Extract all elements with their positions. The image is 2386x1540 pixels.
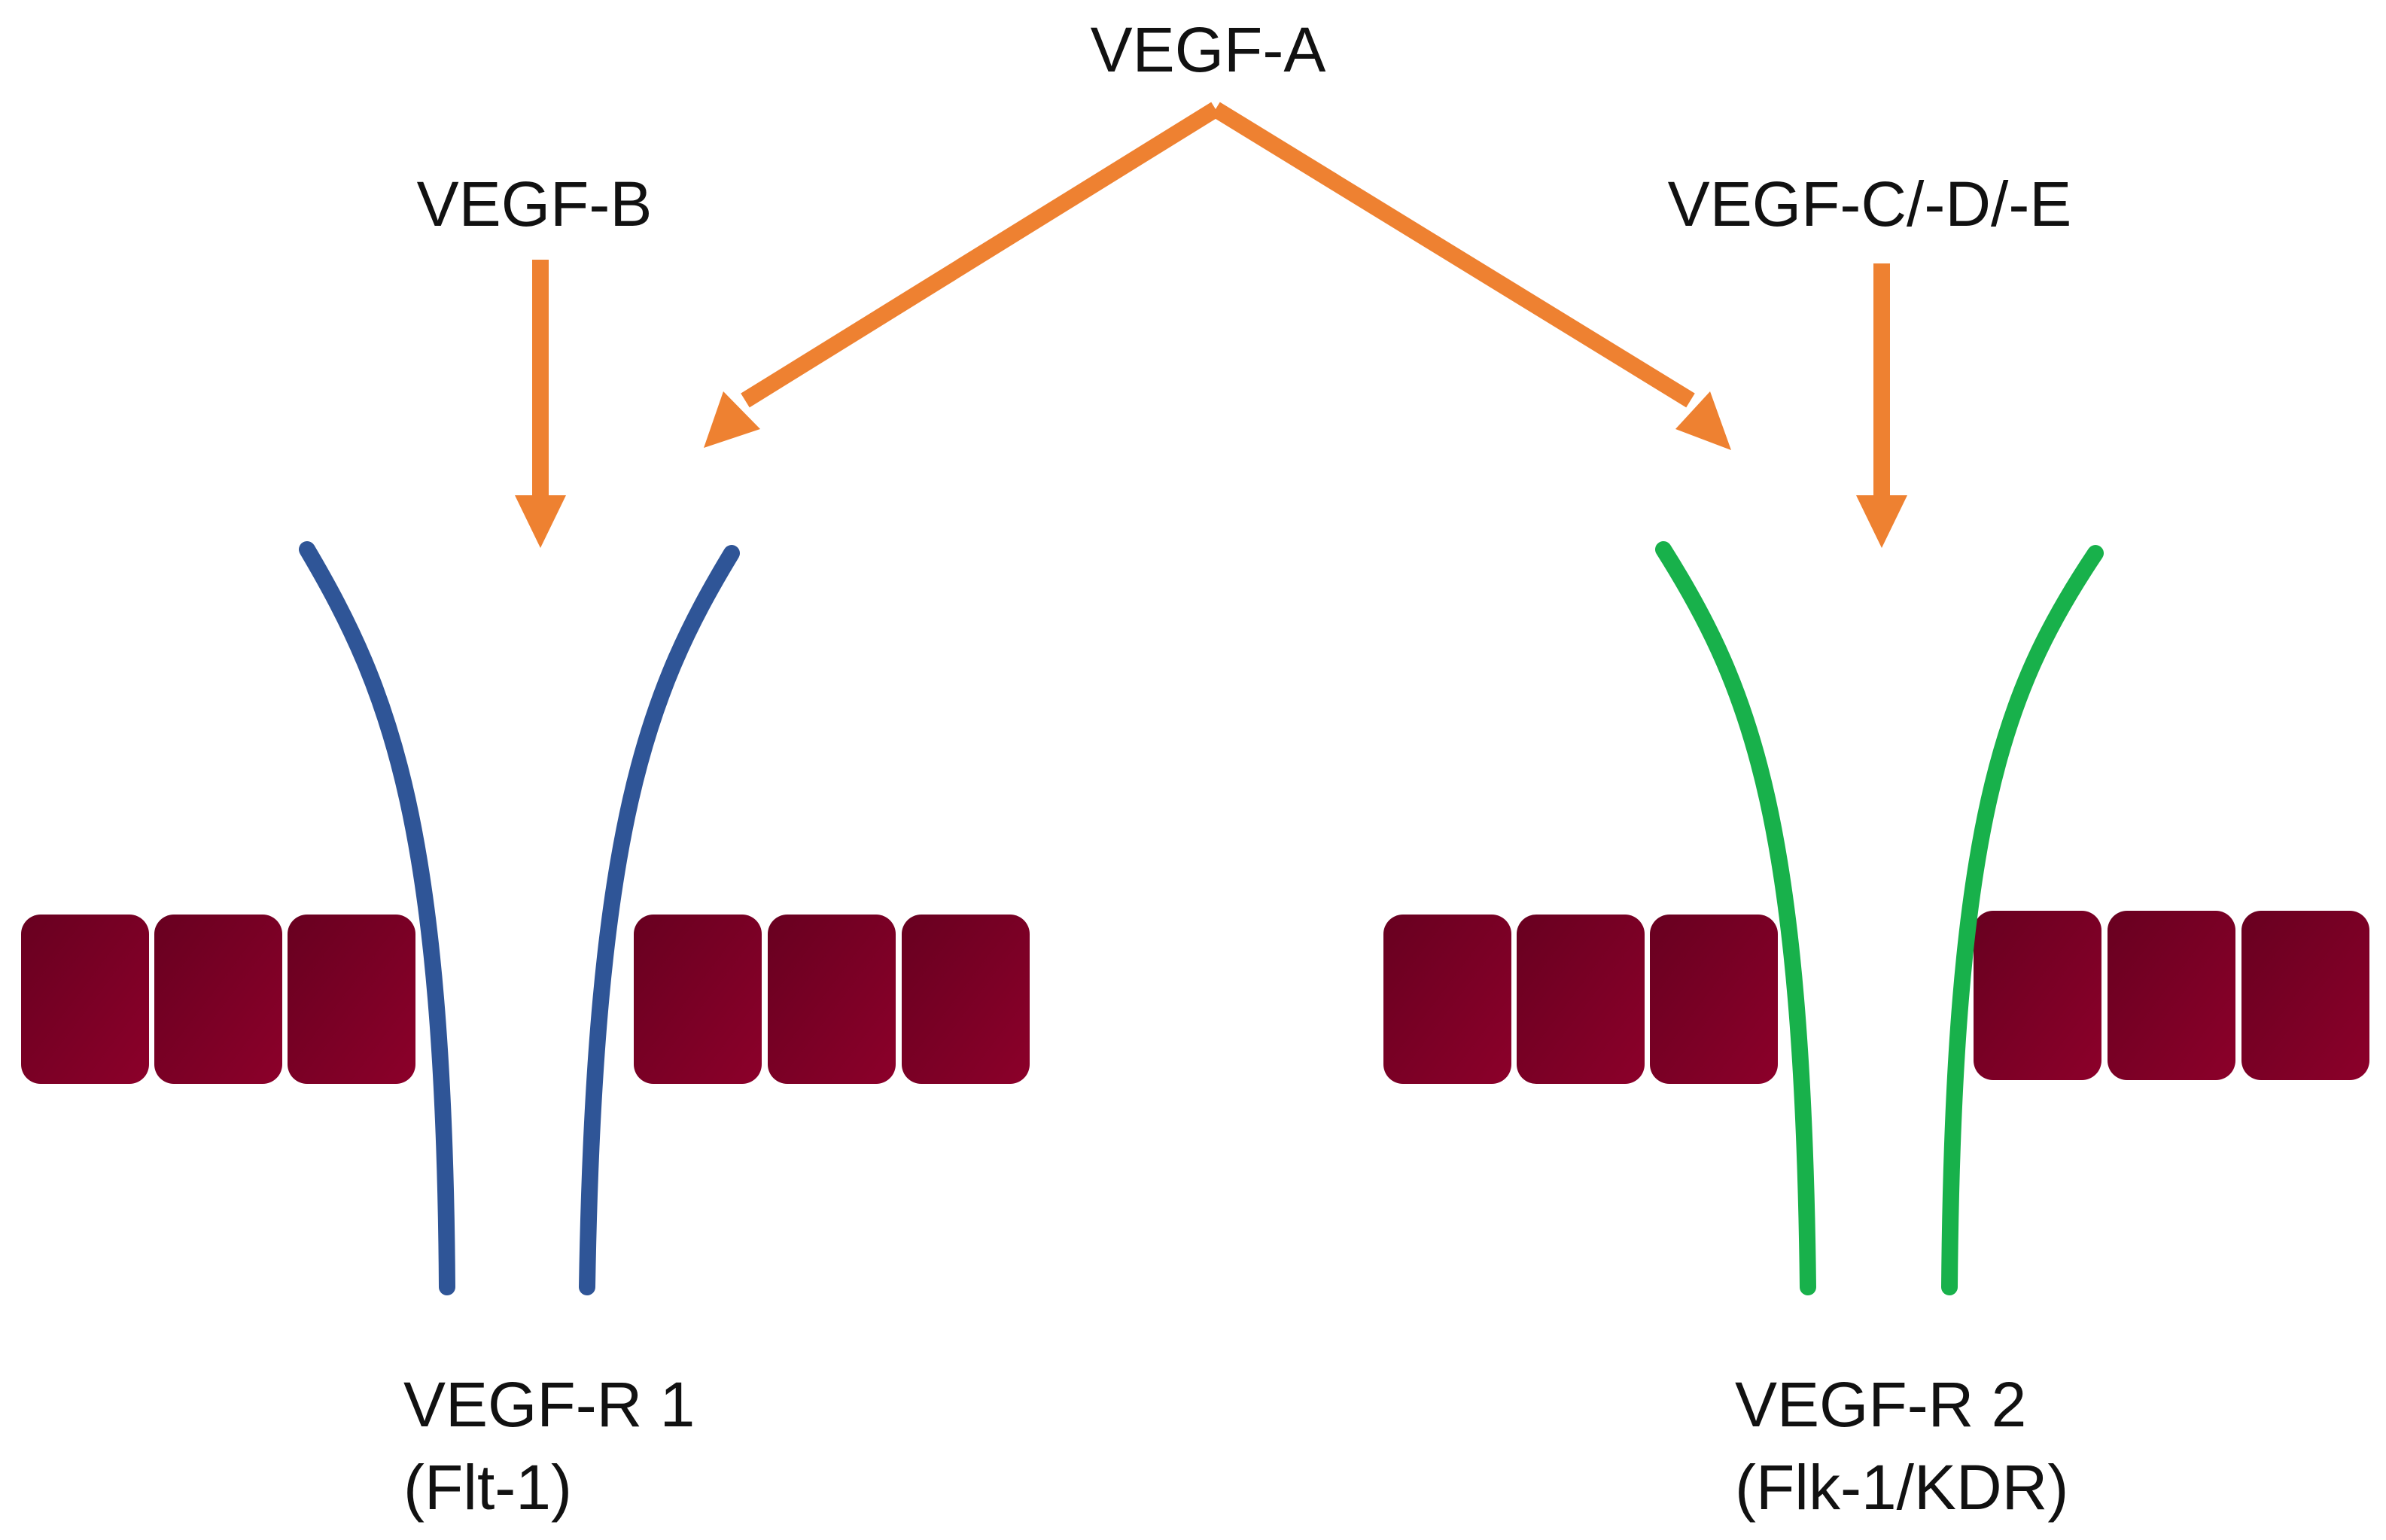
label-vegf-a: VEGF-A: [1091, 14, 1326, 85]
arrowhead-vegf-b: [515, 495, 566, 548]
membrane-cell: [1974, 911, 2101, 1080]
binding-arrows: [515, 102, 1907, 548]
receptor-r2-left-strand: [1655, 541, 1816, 1295]
arrowhead-vegf-a-to-r1: [704, 391, 760, 448]
membrane-right: [1383, 911, 2369, 1084]
membrane-cell: [288, 915, 415, 1084]
arrow-vegf-a-to-r2: [1211, 102, 1695, 408]
label-vegf-cde: VEGF-C/-D/-E: [1668, 169, 2072, 239]
membrane-cell: [1383, 915, 1511, 1084]
membrane-cell: [2241, 911, 2369, 1080]
membrane-cell: [902, 915, 1030, 1084]
receptor-vegf-r1: [299, 541, 740, 1295]
membrane-cell: [768, 915, 896, 1084]
membrane-cell: [2108, 911, 2235, 1080]
membrane-cell: [154, 915, 282, 1084]
label-flt-1: (Flt-1): [403, 1452, 572, 1523]
label-vegf-r2: VEGF-R 2: [1735, 1369, 2026, 1440]
membrane-cell: [1517, 915, 1645, 1084]
membrane-cell: [634, 915, 762, 1084]
membrane-left: [21, 915, 1030, 1084]
membrane-cell: [1650, 915, 1778, 1084]
receptor-r1-left-strand: [299, 541, 455, 1295]
arrowhead-vegf-cde: [1856, 495, 1907, 548]
receptor-vegf-r2: [1655, 541, 2104, 1295]
receptor-r2-right-strand: [1941, 545, 2104, 1295]
receptor-r1-right-strand: [579, 545, 740, 1295]
label-vegf-r1: VEGF-R 1: [403, 1369, 695, 1440]
label-vegf-b: VEGF-B: [417, 169, 653, 239]
arrowhead-vegf-a-to-r2: [1675, 391, 1731, 450]
label-flk-1-kdr: (Flk-1/KDR): [1735, 1452, 2068, 1523]
membrane-cell: [21, 915, 149, 1084]
arrow-vegf-a-to-r1: [741, 102, 1220, 408]
